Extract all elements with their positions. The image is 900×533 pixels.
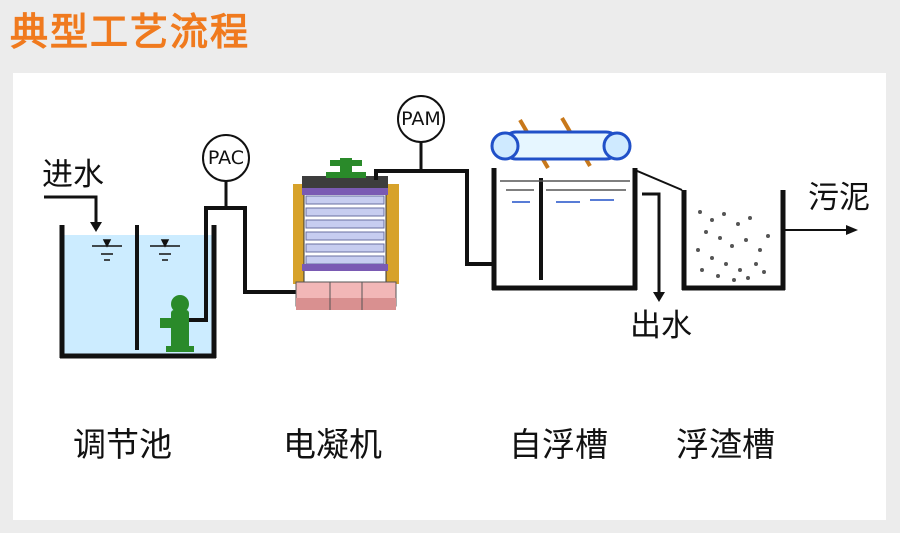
inlet-arrow bbox=[44, 195, 102, 232]
inlet-water-label: 进水 bbox=[42, 157, 104, 193]
pump-icon bbox=[160, 295, 194, 352]
electrode-plates bbox=[305, 195, 385, 265]
scum-particles bbox=[696, 210, 770, 282]
sludge-arrow bbox=[785, 225, 858, 235]
stage-label-equalization-tank: 调节池 bbox=[73, 425, 172, 464]
page-title: 典型工艺流程 bbox=[10, 10, 251, 54]
equalization-tank bbox=[59, 225, 217, 359]
scraper-belt-icon bbox=[490, 116, 632, 170]
outlet-arrow bbox=[642, 192, 665, 302]
flotation-tank bbox=[490, 116, 683, 291]
sludge-label: 污泥 bbox=[808, 180, 870, 216]
stage-label-scum-tank: 浮渣槽 bbox=[676, 425, 775, 464]
outlet-water-label: 出水 bbox=[630, 308, 692, 344]
scum-tank bbox=[681, 190, 786, 291]
stage-label-electrocoagulation: 电凝机 bbox=[283, 425, 382, 464]
water-level-icon bbox=[92, 239, 122, 261]
water-level-icon bbox=[150, 239, 180, 261]
pac-gauge-icon bbox=[202, 134, 250, 208]
pam-gauge-icon bbox=[397, 95, 445, 171]
transfer-pipe bbox=[374, 169, 492, 266]
pac-label: PAC bbox=[207, 147, 245, 169]
stage-label-flotation-tank: 自浮槽 bbox=[509, 425, 608, 464]
electrocoagulation-unit bbox=[293, 158, 399, 310]
pam-label: PAM bbox=[401, 108, 441, 130]
feed-pipe bbox=[189, 206, 304, 322]
